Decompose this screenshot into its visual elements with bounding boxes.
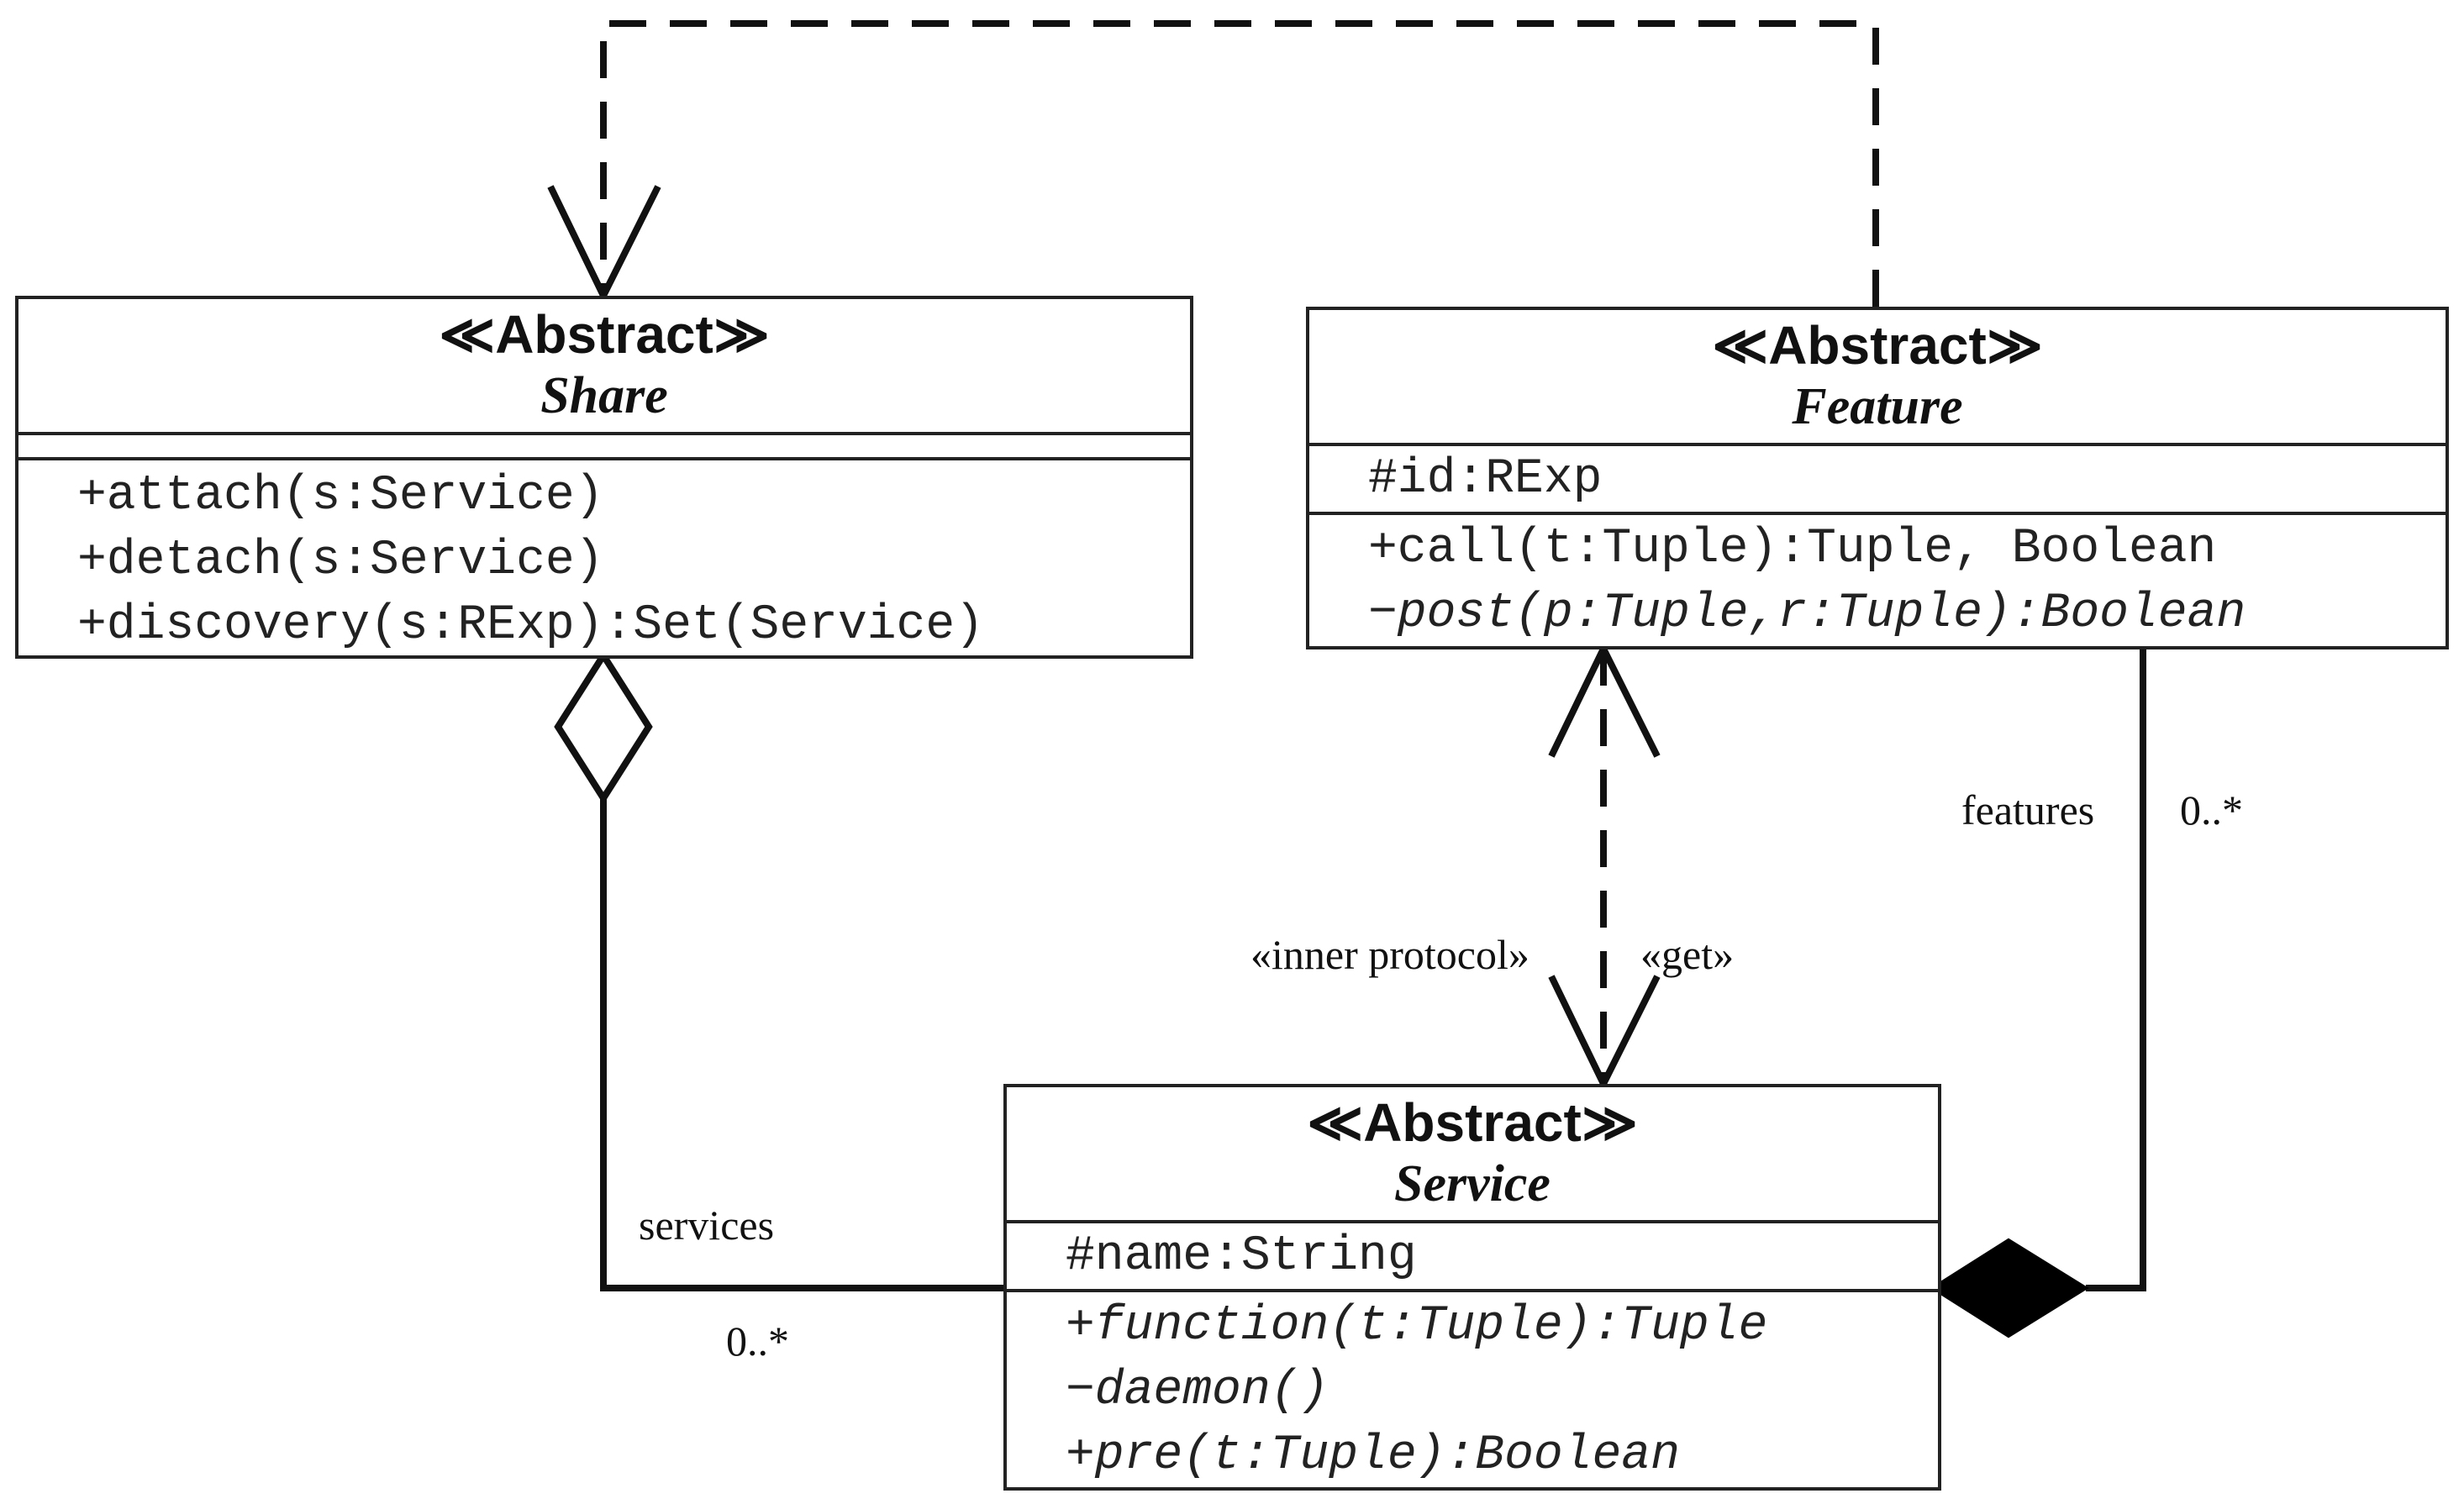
- service-class: ≪Abstract≫ Service #name:String +functio…: [1003, 1084, 1941, 1491]
- share-service-aggregation-line: [600, 797, 1003, 1291]
- service-class-name: Service: [1394, 1155, 1551, 1212]
- service-operation: +pre(t:Tuple):Boolean: [1066, 1428, 1680, 1483]
- share-class-header: ≪Abstract≫ Share: [18, 299, 1190, 435]
- features-role-label: features: [1961, 786, 2095, 834]
- share-stereotype: ≪Abstract≫: [439, 304, 770, 365]
- feature-attributes-compartment: #id:RExp: [1309, 446, 2446, 515]
- share-operations-compartment: +attach(s:Service) +detach(s:Service) +d…: [18, 460, 1190, 658]
- feature-to-share-dependency-line: [600, 20, 1879, 307]
- inner-protocol-stereotype-label: «inner protocol»: [1250, 931, 1529, 978]
- service-attributes-compartment: #name:String: [1007, 1223, 1938, 1292]
- aggregation-hollow-diamond: [554, 649, 653, 805]
- composition-filled-diamond: [1930, 1238, 2089, 1338]
- get-stereotype-label: «get»: [1640, 931, 1735, 978]
- feature-class-name: Feature: [1792, 378, 1963, 435]
- feature-operation: +call(t:Tuple):Tuple, Boolean: [1368, 522, 2217, 576]
- share-operation: +discovery(s:RExp):Set(Service): [77, 598, 984, 653]
- service-stereotype: ≪Abstract≫: [1307, 1092, 1638, 1153]
- share-operation: +detach(s:Service): [77, 534, 604, 588]
- service-feature-composition-line: [2086, 647, 2146, 1291]
- feature-attribute: #id:RExp: [1368, 452, 1603, 507]
- feature-operations-compartment: +call(t:Tuple):Tuple, Boolean −post(p:Tu…: [1309, 515, 2446, 646]
- service-operation: +function(t:Tuple):Tuple: [1066, 1299, 1768, 1354]
- feature-stereotype: ≪Abstract≫: [1712, 315, 2043, 376]
- features-multiplicity-label: 0..*: [2180, 786, 2243, 834]
- service-class-header: ≪Abstract≫ Service: [1007, 1087, 1938, 1223]
- share-attributes-compartment: [18, 435, 1190, 460]
- share-class: ≪Abstract≫ Share +attach(s:Service) +det…: [15, 296, 1193, 659]
- share-operation: +attach(s:Service): [77, 469, 604, 523]
- service-operations-compartment: +function(t:Tuple):Tuple −daemon() +pre(…: [1007, 1292, 1938, 1488]
- service-operation: −daemon(): [1066, 1364, 1329, 1418]
- services-role-label: services: [639, 1202, 775, 1249]
- share-class-name: Share: [540, 367, 668, 424]
- feature-operation: −post(p:Tuple,r:Tuple):Boolean: [1368, 586, 2246, 641]
- feature-class: ≪Abstract≫ Feature #id:RExp +call(t:Tupl…: [1306, 307, 2449, 649]
- service-attribute: #name:String: [1066, 1229, 1417, 1284]
- services-multiplicity-label: 0..*: [726, 1317, 789, 1365]
- feature-class-header: ≪Abstract≫ Feature: [1309, 310, 2446, 446]
